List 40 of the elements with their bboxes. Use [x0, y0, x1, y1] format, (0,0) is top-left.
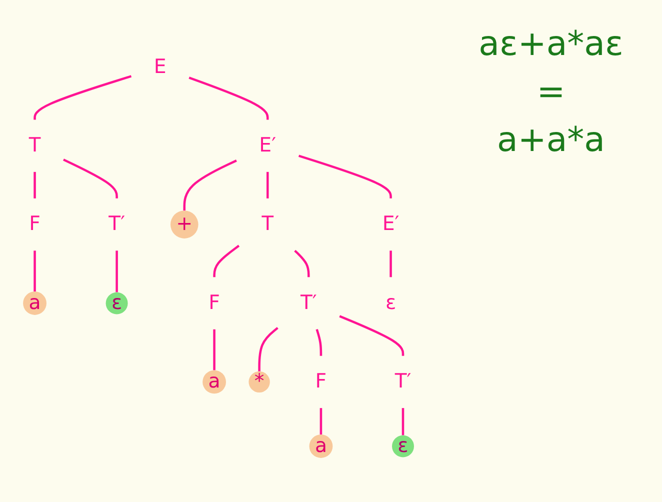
connector: [34, 172, 36, 198]
node-circle: *: [248, 371, 270, 393]
expression-text: a+a*a: [497, 120, 605, 160]
node-text: F: [315, 370, 327, 393]
node-circle: a: [309, 434, 333, 458]
node-text: F: [29, 212, 40, 236]
node-text: T: [28, 134, 41, 157]
node-text: E′: [259, 134, 276, 157]
connector: [266, 172, 269, 198]
connector: [63, 158, 118, 198]
node-text: T′: [394, 370, 412, 393]
node-circle: a: [23, 292, 46, 315]
node-text: T: [262, 212, 274, 236]
node-text: T′: [300, 292, 317, 314]
node-circle: +: [170, 210, 198, 238]
connector: [34, 75, 132, 120]
connector: [320, 408, 322, 435]
node-text: ε: [385, 292, 396, 314]
connector: [390, 250, 392, 278]
connector: [339, 315, 404, 356]
connector: [116, 250, 118, 292]
node-circle: ε: [392, 435, 414, 458]
connector: [402, 408, 404, 436]
node-text: F: [208, 292, 220, 314]
expression-text: =: [536, 72, 566, 112]
connector: [213, 329, 216, 370]
connector: [183, 160, 237, 211]
node-circle: a: [202, 370, 226, 394]
node-circle: ε: [106, 292, 128, 314]
connector: [298, 154, 392, 198]
connector: [188, 76, 269, 120]
node-text: E: [154, 55, 166, 78]
connector: [316, 329, 322, 356]
connector: [213, 244, 240, 278]
expression-text: aε+a*aε: [478, 24, 624, 64]
connector: [294, 250, 310, 278]
node-text: T′: [108, 212, 126, 236]
connector: [258, 327, 278, 372]
connector: [34, 250, 36, 292]
node-text: E′: [382, 212, 400, 236]
